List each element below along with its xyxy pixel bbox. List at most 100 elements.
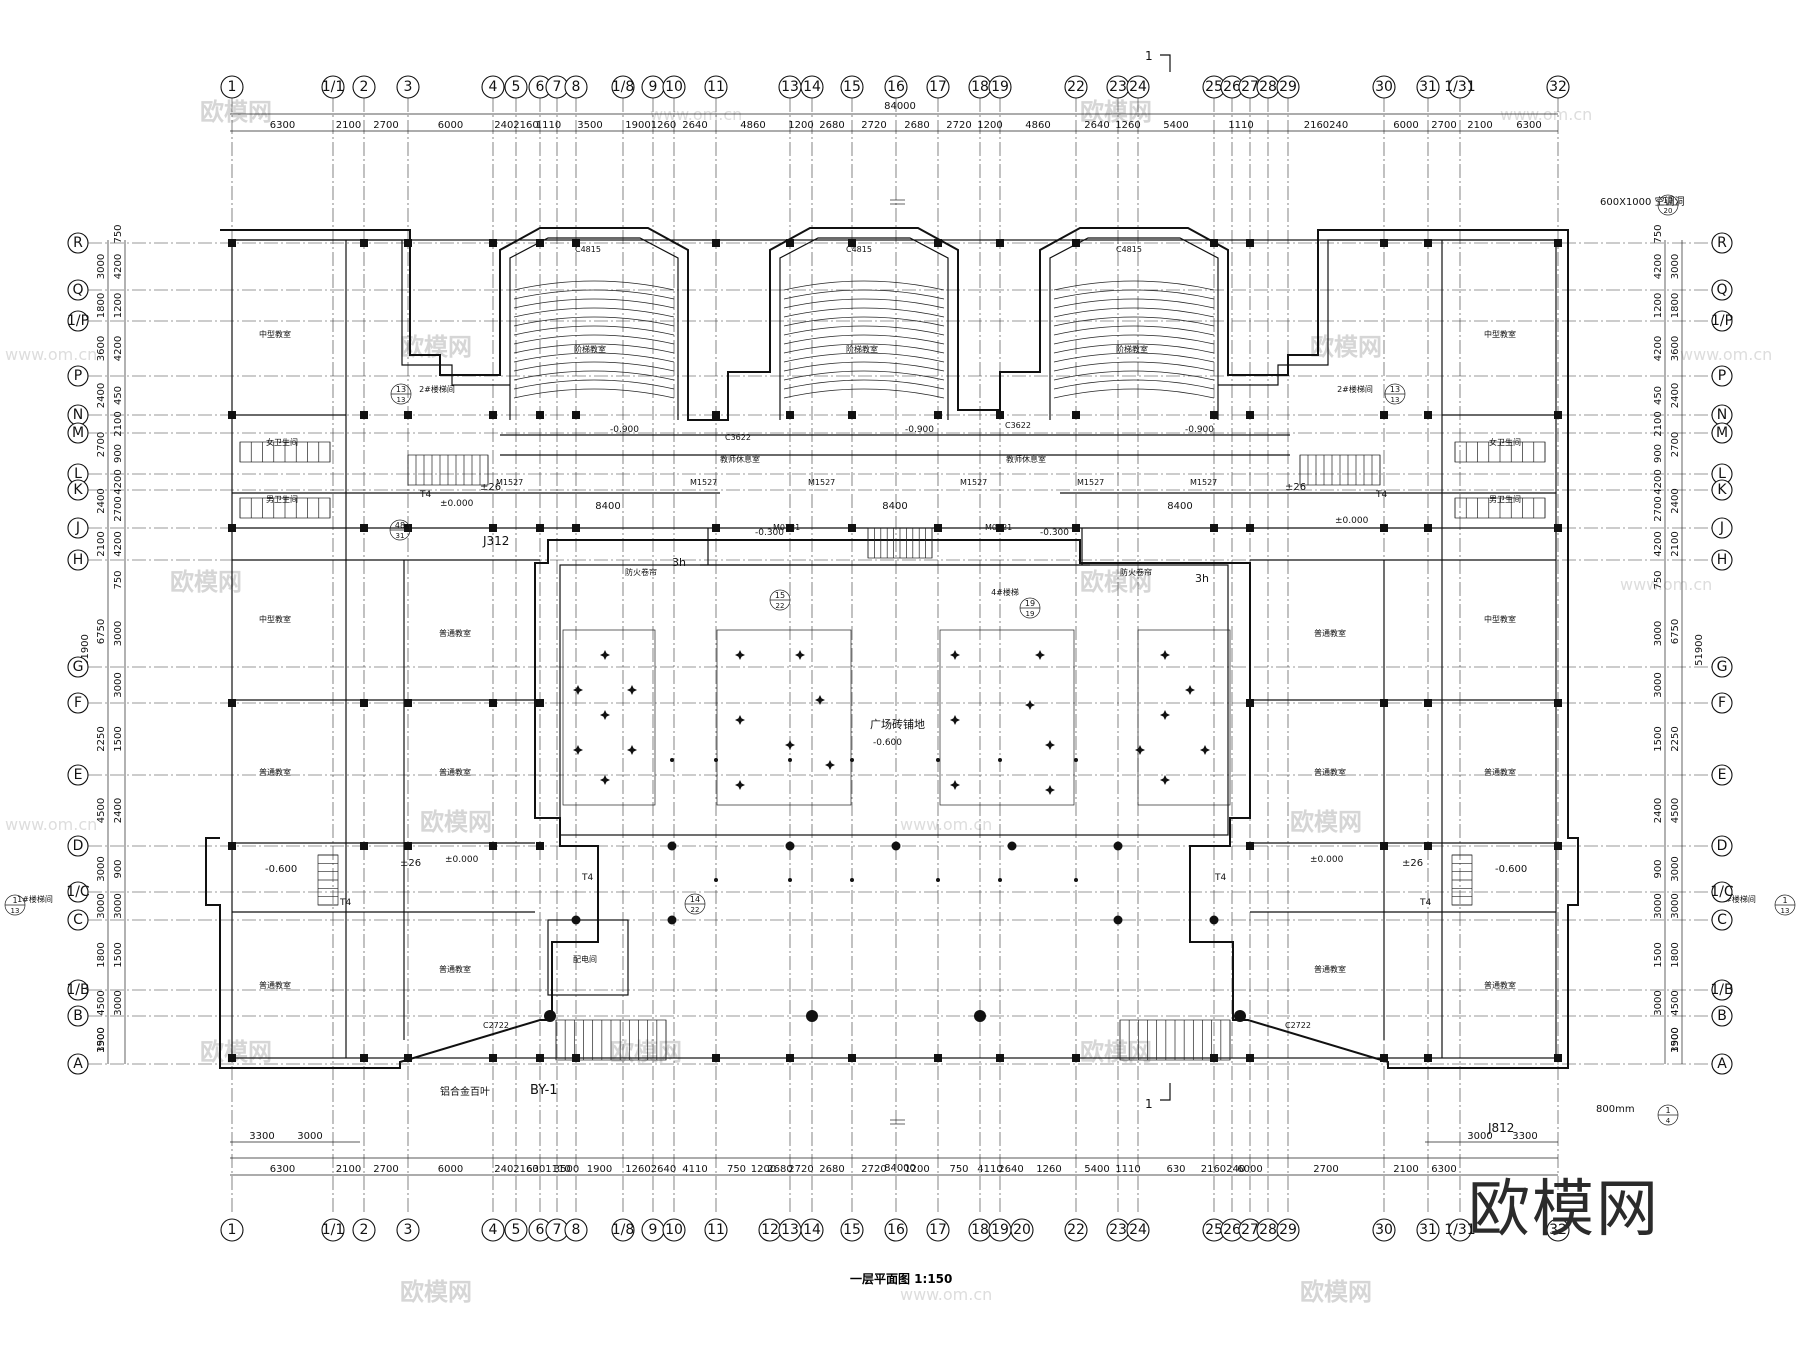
axis-bubble: M — [67, 422, 89, 444]
axis-bubble: A — [1711, 1053, 1733, 1075]
svg-text:7: 7 — [553, 1222, 562, 1238]
svg-text:1/31: 1/31 — [1444, 79, 1475, 95]
dimension-label: 1500 — [113, 726, 124, 751]
svg-text:C3622: C3622 — [1005, 421, 1031, 430]
svg-text:G: G — [73, 659, 84, 675]
svg-text:3: 3 — [404, 79, 413, 95]
axis-bubble: 25 — [1202, 75, 1226, 99]
axis-bubble: 18 — [968, 1218, 992, 1242]
axis-bubble: N — [1711, 404, 1733, 426]
dimension-label: 2400 — [113, 798, 124, 823]
axis-bubble: H — [1711, 549, 1733, 571]
axis-bubble: G — [1711, 656, 1733, 678]
svg-text:R: R — [73, 235, 83, 251]
svg-text:10: 10 — [1663, 196, 1673, 205]
svg-text:1/B: 1/B — [1710, 982, 1733, 998]
room-label: 2#楼梯间 — [1337, 384, 1373, 394]
svg-text:J: J — [75, 520, 80, 536]
axis-bubble: F — [67, 692, 89, 714]
svg-text:F: F — [1718, 695, 1726, 711]
axis-bubble: B — [1711, 1005, 1733, 1027]
svg-text:R: R — [1717, 235, 1727, 251]
svg-text:±0.000: ±0.000 — [1335, 516, 1369, 526]
dimension-label: 900 — [1653, 444, 1664, 463]
dimension-label: 630 — [1166, 1164, 1185, 1175]
svg-text:T4: T4 — [581, 873, 593, 883]
axis-bubble: P — [67, 365, 89, 387]
dimension-label: 1200 — [788, 120, 813, 131]
watermark-logo: 欧模网 — [1468, 1172, 1661, 1245]
svg-text:6: 6 — [536, 1222, 545, 1238]
svg-text:www.om.cn: www.om.cn — [5, 815, 97, 834]
dimension-label: 750 — [1653, 224, 1664, 243]
svg-text:Q: Q — [72, 282, 83, 298]
lecture-hall-seating — [513, 280, 1215, 399]
dimension-label: 2640 — [651, 1164, 676, 1175]
dimension-label: 3600 — [96, 336, 107, 361]
svg-text:2: 2 — [360, 1222, 369, 1238]
dimension-label: 1900 — [625, 120, 650, 131]
svg-text:www.om.cn: www.om.cn — [1680, 345, 1772, 364]
axis-bubble: 11 — [704, 75, 728, 99]
dimension-label: 3000 — [297, 1131, 322, 1142]
axis-bubble: 17 — [926, 75, 950, 99]
svg-text:10: 10 — [665, 1222, 683, 1238]
dimension-label: 1200 — [977, 120, 1002, 131]
svg-text:23: 23 — [1109, 79, 1127, 95]
svg-text:L: L — [1718, 466, 1726, 482]
svg-text:www.om.cn: www.om.cn — [1500, 105, 1592, 124]
overall-width-bottom: 84000 — [884, 1163, 916, 1174]
axis-bubble: 30 — [1372, 75, 1396, 99]
axis-bubble: Q — [1711, 279, 1733, 301]
dimension-label: 6000 — [438, 1164, 463, 1175]
svg-text:B: B — [1717, 1008, 1727, 1024]
svg-text:18: 18 — [971, 79, 989, 95]
dimension-label: 8400 — [1167, 501, 1192, 512]
dimension-label: 6750 — [96, 619, 107, 644]
axis-bubble: 13 — [778, 75, 802, 99]
dimension-label: 3000 — [1670, 856, 1681, 881]
dimension-label: 1800 — [96, 942, 107, 967]
dimension-label: 2700 — [96, 432, 107, 457]
svg-text:欧模网: 欧模网 — [1080, 568, 1152, 596]
svg-text:1/C: 1/C — [1710, 884, 1734, 900]
axis-bubble: 18 — [968, 75, 992, 99]
svg-text:防火卷帘: 防火卷帘 — [1120, 567, 1152, 577]
svg-text:N: N — [1717, 407, 1727, 423]
svg-text:14: 14 — [803, 1222, 821, 1238]
axis-bubble: D — [1711, 835, 1733, 857]
svg-text:1/31: 1/31 — [1444, 1222, 1475, 1238]
svg-text:C3622: C3622 — [725, 433, 751, 442]
svg-text:19: 19 — [1026, 610, 1035, 618]
dimension-label: 2720 — [788, 1164, 813, 1175]
axis-bubble: 13 — [778, 1218, 802, 1242]
svg-text:11: 11 — [707, 1222, 725, 1238]
svg-text:16: 16 — [887, 79, 905, 95]
svg-text:26: 26 — [1223, 79, 1241, 95]
axis-bubble: 23 — [1106, 75, 1130, 99]
svg-text:www.om.cn: www.om.cn — [650, 105, 742, 124]
axis-bubble: 8 — [564, 75, 588, 99]
axis-bubble: 2 — [352, 1218, 376, 1242]
room-label: 普通教室 — [439, 964, 471, 974]
dimension-label: 900 — [1653, 859, 1664, 878]
svg-text:-0.900: -0.900 — [610, 425, 639, 435]
dimension-label: 3000 — [113, 672, 124, 697]
svg-text:N: N — [73, 407, 83, 423]
dimension-label: 4200 — [113, 254, 124, 279]
svg-text:10: 10 — [665, 79, 683, 95]
axis-bubble: M — [1711, 422, 1733, 444]
svg-text:防火卷帘: 防火卷帘 — [625, 567, 657, 577]
overall-depth: 51900 — [80, 634, 91, 666]
svg-text:T4: T4 — [419, 490, 431, 500]
dimension-label: 6750 — [1670, 619, 1681, 644]
dimension-label: 4200 — [1653, 531, 1664, 556]
dimension-label: 2100 — [336, 1164, 361, 1175]
svg-text:www.om.cn: www.om.cn — [1620, 575, 1712, 594]
dimension-label: 1260 — [625, 1164, 650, 1175]
dimension-label: 2160240 — [1304, 120, 1349, 131]
axis-bubble: 16 — [884, 1218, 908, 1242]
axis-bubble: K — [1711, 479, 1733, 501]
svg-text:4: 4 — [489, 79, 498, 95]
